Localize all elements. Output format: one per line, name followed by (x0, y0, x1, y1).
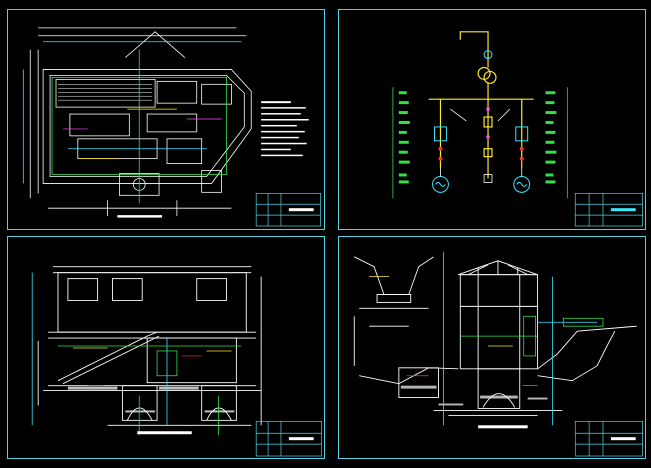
sheet-single-line-diagram (338, 9, 646, 230)
sheet-cross-section (338, 236, 646, 459)
building-section-drawing (31, 266, 322, 457)
sheet-building-section (7, 236, 325, 459)
single-line-drawing (392, 31, 643, 227)
site-plan-drawing (22, 27, 321, 227)
sheet-site-plan (7, 9, 325, 230)
cross-section-drawing (353, 251, 643, 457)
